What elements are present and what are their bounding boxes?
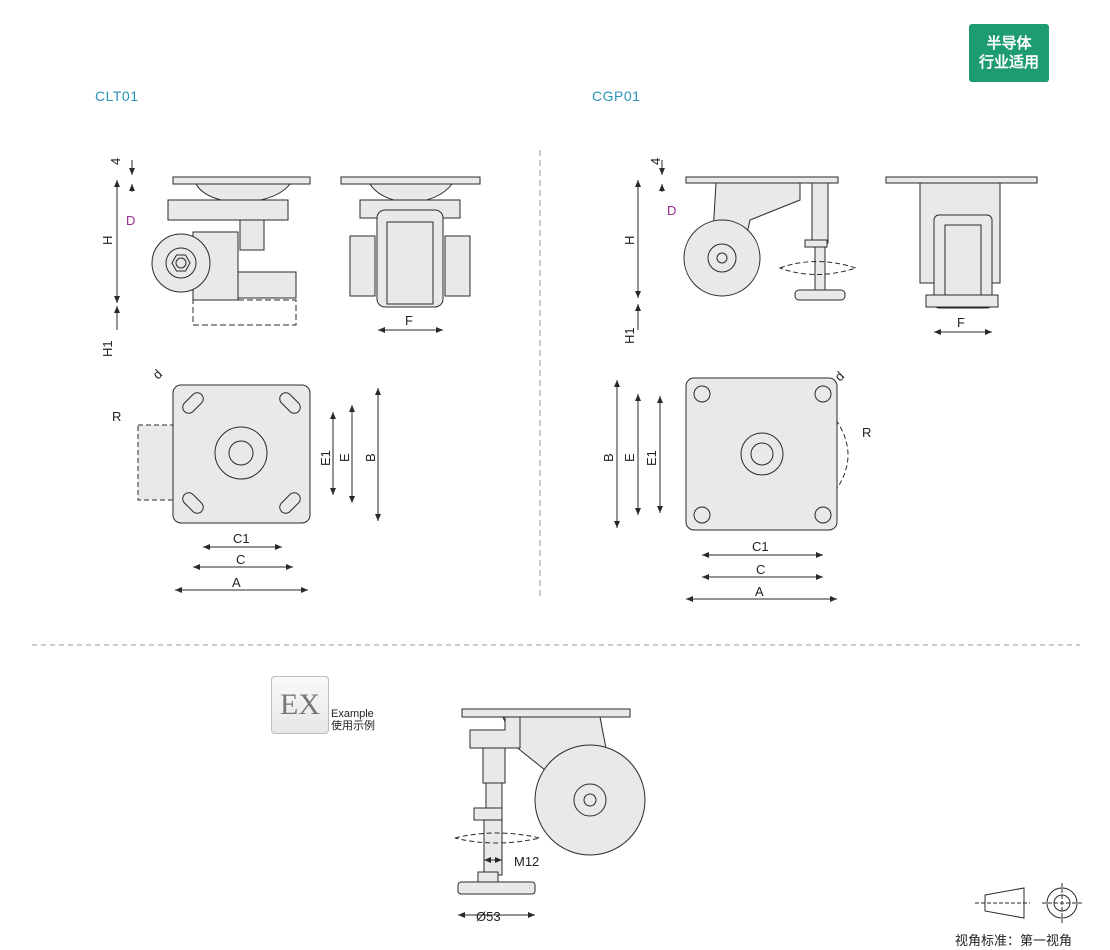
model-label-clt01: CLT01 [95, 88, 139, 104]
e1-label: E1 [318, 450, 333, 466]
badge-line1: 半导体 [986, 34, 1032, 52]
thickness-label-2: 4 [648, 158, 663, 165]
pad-diameter-label: Ø53 [476, 909, 501, 924]
b-label: B [363, 453, 378, 462]
clt01-top-view [137, 384, 311, 524]
example-label-en: Example [331, 708, 374, 720]
cgp01-side-view [683, 176, 858, 301]
dimension-labels: 4 H H1 D F d R A C C1 B E E1 4 H H1 D F … [100, 158, 965, 924]
example-label-cn: 使用示例 [331, 720, 375, 732]
thickness-label: 4 [108, 158, 123, 165]
badge-line2: 行业适用 [978, 53, 1039, 71]
c-label-2: C [756, 562, 765, 577]
view-standard-label: 视角标准：第一视角 [955, 934, 1073, 949]
clt01-front-view [340, 176, 481, 308]
height-label: H [100, 236, 115, 245]
h1-label-2: H1 [622, 327, 637, 344]
bolt-hole-d-label: d [150, 366, 166, 382]
h1-label: H1 [100, 340, 115, 357]
semiconductor-industry-badge: 半导体 行业适用 [969, 24, 1049, 82]
a-label: A [232, 575, 241, 590]
model-label-cgp01: CGP01 [592, 88, 641, 104]
e1-label-2: E1 [644, 450, 659, 466]
a-label-2: A [755, 584, 764, 599]
e-label: E [337, 453, 352, 462]
clt01-drawings [137, 176, 481, 524]
b-label-2: B [601, 453, 616, 462]
cgp01-front-view [885, 176, 1038, 309]
f-label-2: F [957, 315, 965, 330]
radius-label: R [112, 409, 121, 424]
clt01-side-view [151, 176, 311, 326]
dimension-lines [114, 160, 992, 918]
example-assembly [454, 708, 646, 895]
c-label: C [236, 552, 245, 567]
radius-label-2: R [862, 425, 871, 440]
c1-label-2: C1 [752, 539, 769, 554]
c1-label: C1 [233, 531, 250, 546]
cgp01-drawings [683, 176, 1038, 531]
d-accent-label: D [126, 213, 135, 228]
f-label: F [405, 313, 413, 328]
thread-label: M12 [514, 854, 539, 869]
e-label-2: E [622, 453, 637, 462]
cgp01-top-view [685, 377, 849, 531]
height-label-2: H [622, 236, 637, 245]
example-caption: Example 使用示例 [331, 708, 375, 732]
example-logo: EX [271, 676, 329, 734]
d-accent-label-2: D [667, 203, 676, 218]
first-angle-projection-icon [975, 883, 1082, 923]
